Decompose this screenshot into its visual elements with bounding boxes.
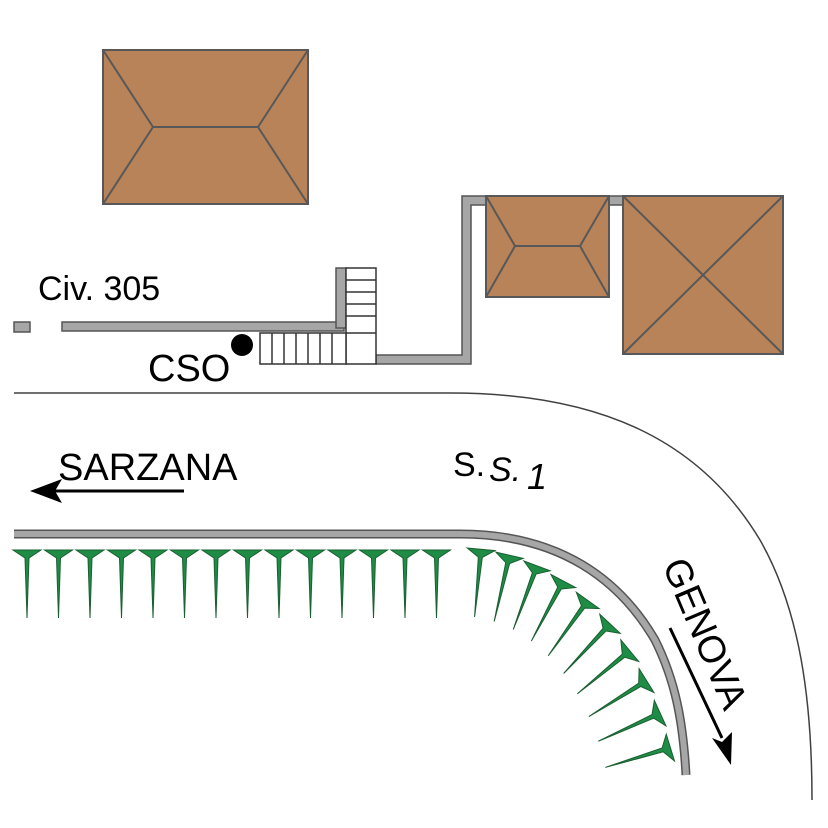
tree-symbol — [605, 732, 676, 768]
tree-row — [11, 547, 676, 768]
direction-sarzana-label: SARZANA — [58, 447, 238, 489]
road-name-part-3: 1 — [527, 456, 547, 497]
tree-symbol — [263, 549, 295, 619]
arrow-left-icon — [30, 479, 184, 503]
tree-symbol — [576, 638, 641, 695]
tree-symbol — [598, 698, 668, 742]
tree-symbol — [547, 590, 601, 657]
tree-symbol — [563, 612, 622, 674]
tree-symbol — [294, 549, 327, 619]
tree-symbol — [389, 549, 421, 619]
road-name-part-2: S. — [489, 451, 521, 489]
tree-symbol — [42, 549, 75, 619]
tree-symbol — [357, 549, 390, 619]
tree-symbol — [420, 549, 453, 619]
building-right — [622, 195, 784, 355]
tree-symbol — [168, 549, 201, 619]
tree-symbol — [105, 549, 138, 619]
tree-symbol — [512, 559, 552, 630]
road-name-label: S. S. 1 — [453, 446, 547, 497]
tree-symbol — [326, 549, 358, 619]
arrow-down-right-icon — [668, 627, 732, 765]
tree-symbol — [530, 573, 578, 642]
road-edge-north — [14, 392, 813, 801]
house-number-label: Civ. 305 — [38, 270, 160, 308]
tree-symbol — [11, 549, 43, 619]
tree-symbol — [588, 667, 656, 718]
tree-symbol — [137, 549, 169, 619]
building-middle — [485, 195, 610, 298]
staircase — [259, 267, 377, 365]
tree-symbol — [465, 547, 497, 618]
cso-label: CSO — [148, 348, 230, 390]
tree-symbol — [200, 549, 232, 619]
cso-marker-dot — [231, 334, 253, 356]
tree-symbol — [74, 549, 106, 619]
road-name-part-1: S. — [453, 446, 485, 484]
building-top-left — [102, 49, 309, 205]
tree-symbol — [493, 551, 525, 622]
tree-symbol — [231, 549, 264, 619]
